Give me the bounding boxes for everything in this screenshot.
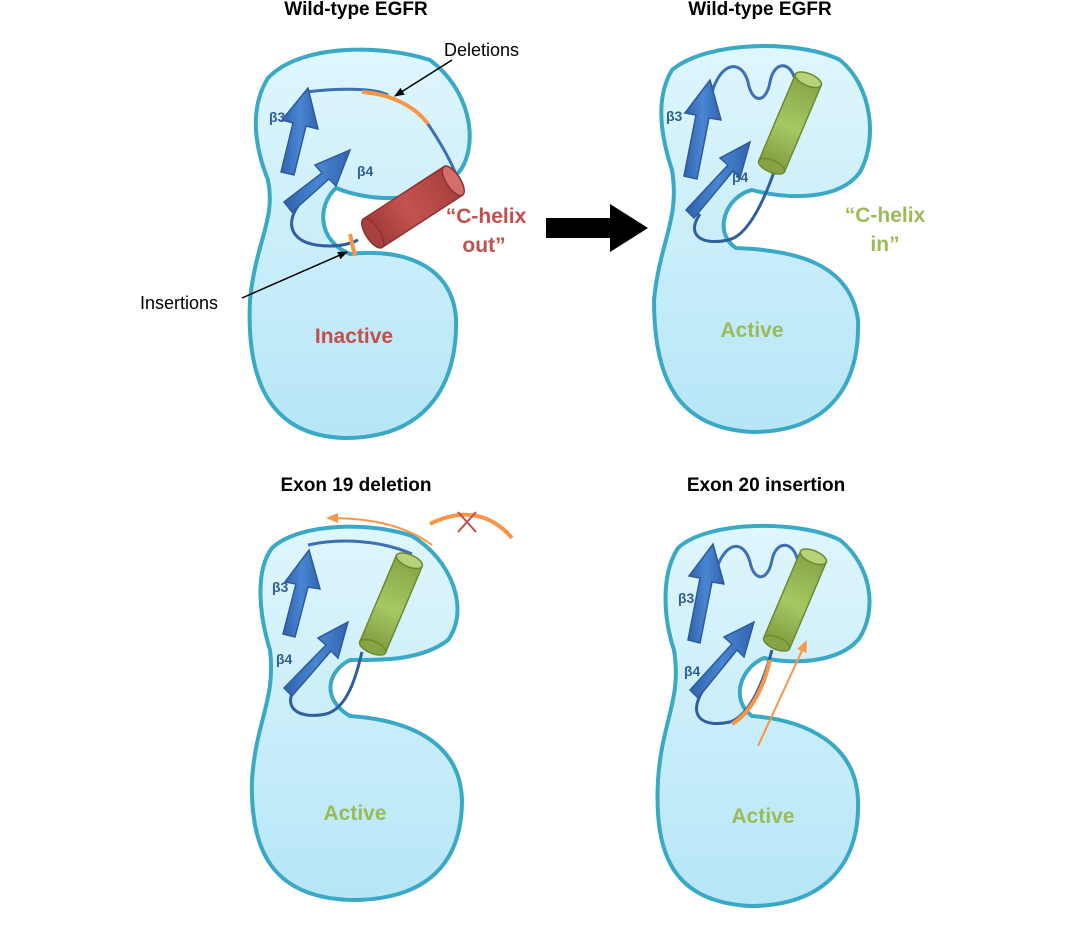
beta4-loop [289, 651, 364, 717]
deletions-callout: Deletions [444, 40, 519, 60]
helix-label-line1: “C-helix [845, 204, 926, 227]
state-label: Inactive [315, 325, 393, 348]
beta4-strand [684, 140, 752, 220]
beta4-label: β4 [684, 663, 701, 679]
beta4-label: β4 [357, 163, 374, 179]
panel-exon19-deletion: Exon 19 deletion β3 β4 Active [249, 475, 514, 903]
x-mark-icon [457, 511, 477, 533]
state-label: Active [323, 802, 386, 825]
helix-label-line2: out” [462, 234, 505, 257]
state-label: Active [731, 805, 794, 828]
c-helix-out [361, 165, 465, 249]
beta4-label: β4 [732, 169, 749, 185]
beta3-label: β3 [272, 579, 289, 595]
c-helix-in [358, 552, 424, 656]
insertions-pointer [241, 251, 348, 299]
beta3-label: β3 [678, 590, 695, 606]
beta3-strand [687, 542, 726, 644]
beta3-strand [683, 78, 723, 180]
c-helix-in [757, 71, 823, 175]
beta4-strand [688, 620, 756, 700]
beta3-label: β3 [666, 108, 683, 124]
kinase-domain [249, 524, 465, 903]
beta3-loop [305, 87, 389, 97]
helix-label-line1: “C-helix [446, 205, 527, 228]
insertions-callout: Insertions [140, 293, 218, 313]
insertion-segment [730, 659, 772, 726]
deletions-pointer [394, 59, 453, 97]
beta3-strand [280, 86, 320, 176]
beta4-label: β4 [276, 651, 293, 667]
insertion-mark [348, 233, 357, 257]
beta3-strand [282, 548, 322, 638]
panel-title: Exon 19 deletion [281, 475, 432, 496]
panel-title: Wild-type EGFR [688, 0, 832, 20]
panel-title: Wild-type EGFR [284, 0, 428, 20]
beta3-loop [307, 539, 413, 556]
beta3-label: β3 [269, 109, 286, 125]
panel-exon20-insertion: Exon 20 insertion β3 β4 Active [655, 475, 872, 909]
kinase-domain [651, 44, 872, 435]
orange-shift-arrow [326, 513, 433, 546]
state-label: Active [720, 319, 783, 342]
beta4-strand [282, 620, 350, 698]
panel-wildtype-inactive: Wild-type EGFR β3 β4 “C-helix out” Inact… [140, 0, 527, 441]
deletion-segment [361, 90, 430, 126]
panel-wildtype-active: Wild-type EGFR β3 β4 “C-helix in” Active [651, 0, 926, 435]
kinase-domain [655, 523, 872, 909]
panel-title: Exon 20 insertion [687, 475, 845, 496]
orange-push-arrow [757, 640, 807, 747]
helix-label-line2: in” [870, 233, 899, 256]
beta4-strand [282, 148, 352, 214]
beta4-loop [290, 205, 359, 248]
kinase-domain [247, 47, 472, 441]
c-helix-in [762, 548, 828, 652]
beta4-loop [693, 171, 776, 243]
right-arrow-icon [546, 204, 648, 252]
